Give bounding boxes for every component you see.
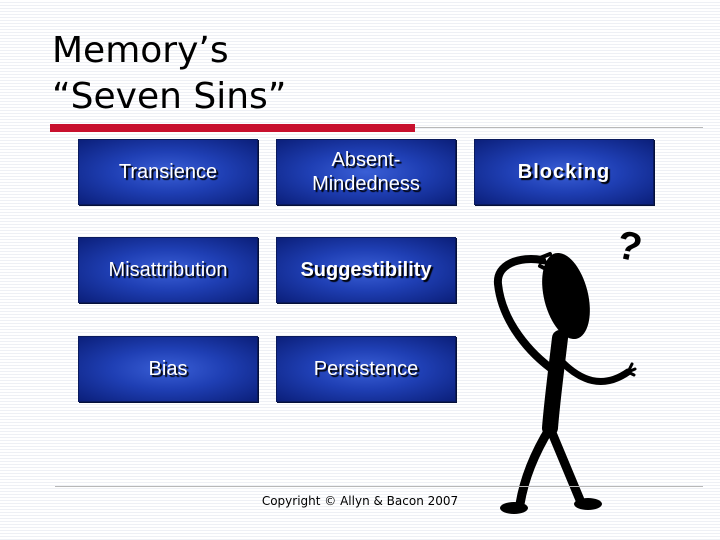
title-line-1: Memory’s [52, 30, 229, 71]
box-suggestibility: Suggestibility [276, 237, 456, 303]
box-transience: Transience [78, 139, 258, 205]
box-blocking: Blocking [474, 139, 654, 205]
footer-divider-line [55, 486, 703, 487]
box-bias: Bias [78, 336, 258, 402]
figure-raised-arm [493, 255, 560, 376]
box-absent-mindedness: Absent- Mindedness [276, 139, 456, 205]
copyright-text: Copyright © Allyn & Bacon 2007 [261, 494, 459, 508]
title-accent-bar [50, 124, 415, 132]
figure-left-leg [515, 423, 555, 509]
figure-right-leg [545, 423, 585, 505]
slide-title: Memory’s “Seven Sins” [52, 28, 286, 120]
title-divider-line [415, 127, 703, 128]
box-misattribution: Misattribution [78, 237, 258, 303]
box-absent-mindedness-label: Absent- Mindedness [312, 149, 420, 195]
box-suggestibility-label: Suggestibility [300, 259, 432, 281]
figure-lowered-hand [626, 362, 637, 377]
figure-torso [542, 330, 568, 436]
figure-right-foot [574, 498, 602, 510]
box-transience-label: Transience [118, 161, 218, 183]
title-line-2: “Seven Sins” [52, 76, 287, 117]
figure-hand [538, 252, 554, 273]
figure-lowered-arm [558, 358, 632, 385]
box-bias-label: Bias [148, 358, 188, 380]
box-persistence-label: Persistence [313, 358, 419, 380]
question-mark-icon: ? [613, 223, 646, 271]
figure-head [542, 252, 590, 340]
box-persistence: Persistence [276, 336, 456, 402]
confused-stick-figure-icon: ? [493, 223, 646, 514]
box-blocking-label: Blocking [517, 161, 611, 183]
figure-left-foot [500, 502, 528, 514]
box-misattribution-label: Misattribution [108, 259, 228, 281]
